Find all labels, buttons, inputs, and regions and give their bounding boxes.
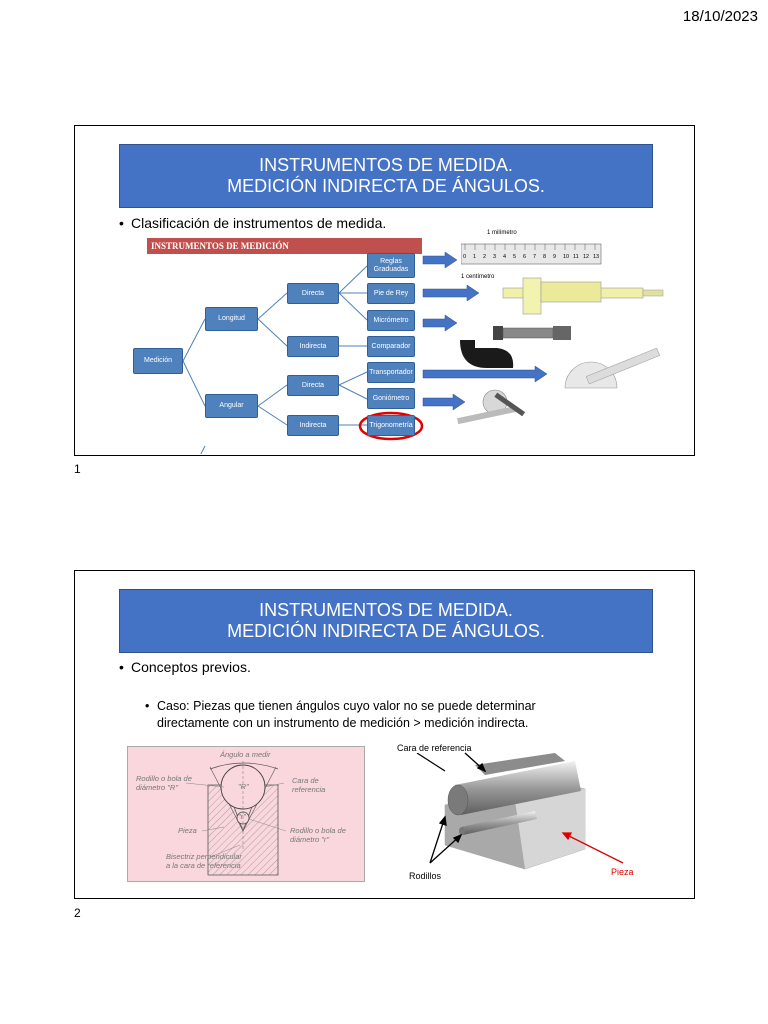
node-longitud: Longitud	[205, 307, 258, 331]
slide-1-title: INSTRUMENTOS DE MEDIDA. MEDICIÓN INDIREC…	[119, 144, 653, 208]
goniometer-illustration	[457, 389, 526, 425]
ruler-tick: 8	[543, 254, 547, 260]
node-indirecta-angular: Indirecta	[287, 415, 339, 436]
slide-2-sub-bullet: • Caso: Piezas que tienen ángulos cuyo va…	[145, 698, 536, 732]
node-angular: Angular	[205, 394, 258, 418]
node-reglas-graduadas: Reglas Graduadas	[367, 253, 415, 278]
node-trigonometria: Trigonometría	[367, 415, 415, 436]
ruler-tick: 13	[593, 254, 600, 260]
sub-bullet-text-1: Caso: Piezas que tienen ángulos cuyo val…	[157, 699, 536, 713]
node-micrometro: Micrómetro	[367, 310, 415, 331]
label-pieza-figure: Pieza	[178, 826, 197, 835]
photo-label-rodillos: Rodillos	[409, 871, 442, 881]
slide-2-number: 2	[74, 906, 81, 920]
slide-2-title-line2: MEDICIÓN INDIRECTA DE ÁNGULOS.	[227, 621, 545, 641]
node-comparador: Comparador	[367, 336, 415, 357]
photo-label-cara: Cara de referencia	[397, 743, 472, 753]
slide-1-number: 1	[74, 462, 81, 476]
node-directa-longitud: Directa	[287, 283, 339, 304]
node-indirecta-longitud: Indirecta	[287, 336, 339, 357]
ruler-tick: 1	[473, 254, 477, 260]
ruler-tick: 5	[513, 254, 517, 260]
node-goniometro: Goniómetro	[367, 388, 415, 409]
ruler-label-cm: 1 centímetro	[461, 274, 495, 280]
tree-lines	[182, 251, 548, 441]
slide-1-bullet-text: Clasificación de instrumentos de medida.	[131, 215, 387, 231]
figure-drawing	[185, 761, 287, 876]
slide-2-title: INSTRUMENTOS DE MEDIDA. MEDICIÓN INDIREC…	[119, 589, 653, 653]
slide-1-title-line1: INSTRUMENTOS DE MEDIDA.	[259, 155, 513, 175]
slide-2-bullet: • Conceptos previos.	[119, 659, 251, 675]
label-R: "R"	[238, 782, 249, 791]
node-reglas-line2: Graduadas	[373, 265, 409, 273]
ruler-tick: 6	[523, 254, 527, 260]
sub-bullet-text-2: directamente con un instrumento de medic…	[157, 716, 529, 730]
ruler-tick: 3	[493, 254, 497, 260]
label-cara-line1: Cara de	[292, 776, 319, 785]
slide-1: INSTRUMENTOS DE MEDIDA. MEDICIÓN INDIREC…	[74, 125, 695, 456]
photo-arrows	[429, 752, 624, 864]
slide-2-title-line1: INSTRUMENTOS DE MEDIDA.	[259, 600, 513, 620]
label-rodillo-r-line2: diámetro "r"	[290, 835, 330, 844]
bullet-dot: •	[119, 659, 124, 675]
ruler-illustration: 1 milímetro 0 1 2 3 4 5 6 7 8 9 10 11 12	[461, 230, 603, 282]
ruler-label-mm: 1 milímetro	[487, 230, 517, 236]
ruler-tick: 9	[553, 254, 557, 260]
node-directa-angular: Directa	[287, 375, 339, 396]
highlight-ring	[358, 411, 424, 441]
slide-1-bullet: • Clasificación de instrumentos de medida…	[119, 215, 386, 231]
photo-label-pieza: Pieza	[611, 867, 634, 877]
micrometer-illustration	[460, 326, 571, 368]
ruler-tick: 0	[463, 254, 467, 260]
slide-2-bullet-text: Conceptos previos.	[131, 659, 251, 675]
node-medicion: Medición	[133, 348, 183, 374]
sub-bullet-line1: • Caso: Piezas que tienen ángulos cuyo va…	[145, 698, 536, 715]
ruler-tick: 7	[533, 254, 537, 260]
label-bisectriz-line2: a la cara de referencia	[166, 861, 241, 870]
node-reglas-line1: Reglas	[380, 257, 402, 265]
ruler-ticks: 0 1 2 3 4 5 6 7 8 9 10 11 12 13	[463, 254, 603, 260]
ruler-tick: 2	[483, 254, 487, 260]
label-r: "r"	[238, 812, 246, 821]
bullet-dot: •	[145, 699, 150, 713]
slide-2: INSTRUMENTOS DE MEDIDA. MEDICIÓN INDIREC…	[74, 570, 695, 899]
tree-header: INSTRUMENTOS DE MEDICIÓN	[147, 238, 422, 254]
ruler-graphic	[461, 243, 602, 265]
piece-photo	[416, 753, 586, 870]
tree-connectors	[200, 445, 206, 454]
label-rodillo-R-line1: Rodillo o bola de	[136, 774, 192, 783]
ruler-tick: 12	[583, 254, 590, 260]
label-angulo-a-medir: Ángulo a medir	[220, 750, 271, 759]
bullet-dot: •	[119, 215, 124, 231]
label-cara-line2: referencia	[292, 785, 326, 794]
technical-figure: Ángulo a medir Rodillo o bola de diámetr…	[127, 746, 365, 882]
slide-1-title-line2: MEDICIÓN INDIRECTA DE ÁNGULOS.	[227, 176, 545, 196]
ruler-tick: 4	[503, 254, 507, 260]
node-pie-de-rey: Pie de Rey	[367, 283, 415, 304]
protractor-illustration	[564, 348, 661, 389]
ruler-tick: 10	[563, 254, 570, 260]
date-header: 18/10/2023	[682, 8, 758, 25]
node-transportador: Transportador	[367, 362, 415, 383]
label-rodillo-r-line1: Rodillo o bola de	[290, 826, 346, 835]
caliper-illustration	[502, 277, 664, 315]
label-bisectriz-line1: Bisectriz perpendicular	[166, 852, 242, 861]
ruler-tick: 11	[573, 254, 579, 260]
label-rodillo-R-line2: diámetro "R"	[136, 783, 179, 792]
